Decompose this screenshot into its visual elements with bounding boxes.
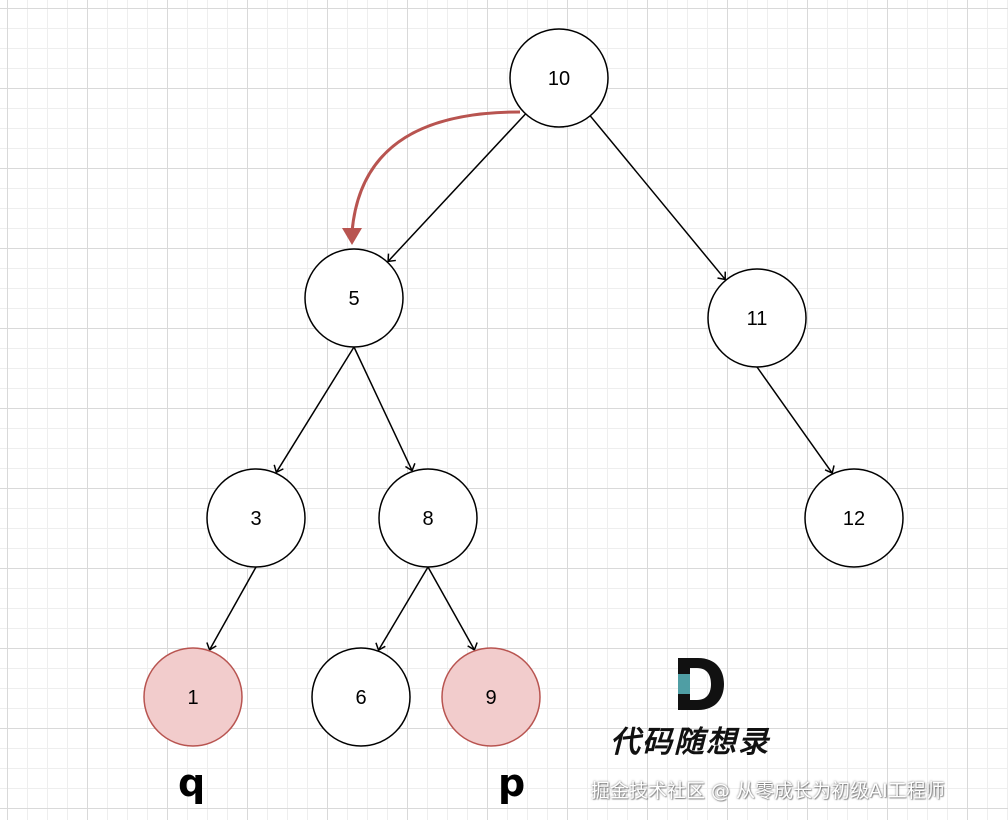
node-circle <box>378 468 478 568</box>
edge-5-to-8 <box>353 346 413 471</box>
edge-arrow-tick <box>824 465 835 475</box>
node-label: 3 <box>250 508 261 530</box>
node-circle <box>804 468 904 568</box>
node-circle <box>311 647 411 747</box>
node-label: 10 <box>548 68 570 90</box>
edge-arrow-tick <box>467 642 478 651</box>
node-label: 5 <box>348 288 359 310</box>
edge-arrow-tick <box>387 253 396 263</box>
tree-node-3: 3 <box>206 468 306 568</box>
tree-node-11: 11 <box>707 268 807 368</box>
node-label: 11 <box>747 308 768 330</box>
node-circle <box>441 647 541 747</box>
node-circle <box>206 468 306 568</box>
edge-arrow-tick <box>273 464 284 474</box>
node-circle <box>143 647 243 747</box>
edge-10-to-5 <box>387 113 527 262</box>
search-path-arrowhead <box>342 228 362 245</box>
node-label: 12 <box>843 508 865 530</box>
edges-layer <box>206 113 835 652</box>
edge-8-to-6 <box>377 566 429 651</box>
tree-node-5: 5 <box>304 248 404 348</box>
node-label: 6 <box>355 687 366 709</box>
tree-node-8: 8 <box>378 468 478 568</box>
node-circle <box>509 28 609 128</box>
search-path-arrow <box>350 110 521 233</box>
tree-node-9: 9 <box>441 647 541 747</box>
node-label: 8 <box>422 508 433 530</box>
tree-node-12: 12 <box>804 468 904 568</box>
brand-name: 代码随想录 <box>610 725 770 760</box>
edge-arrow-tick <box>405 463 416 472</box>
watermark-text: 掘金技术社区 @ 从零成长为初级AI工程师 <box>591 780 945 802</box>
edge-arrow-tick <box>375 642 386 652</box>
edge-10-to-11 <box>589 115 726 280</box>
node-label: 9 <box>485 687 496 709</box>
node-circle <box>707 268 807 368</box>
q-label: q <box>178 761 206 805</box>
tree-node-1: 1 <box>143 647 243 747</box>
node-circle <box>304 248 404 348</box>
d-logo-icon <box>678 658 724 710</box>
edge-5-to-3 <box>275 346 355 473</box>
edge-3-to-1 <box>208 566 257 651</box>
edge-arrow-tick <box>717 271 726 281</box>
edge-arrow-tick <box>206 642 217 651</box>
edge-8-to-9 <box>427 566 476 651</box>
tree-node-6: 6 <box>311 647 411 747</box>
tree-node-10: 10 <box>509 28 609 128</box>
node-label: 1 <box>187 687 198 709</box>
edge-11-to-12 <box>756 366 833 474</box>
p-label: p <box>498 761 526 805</box>
